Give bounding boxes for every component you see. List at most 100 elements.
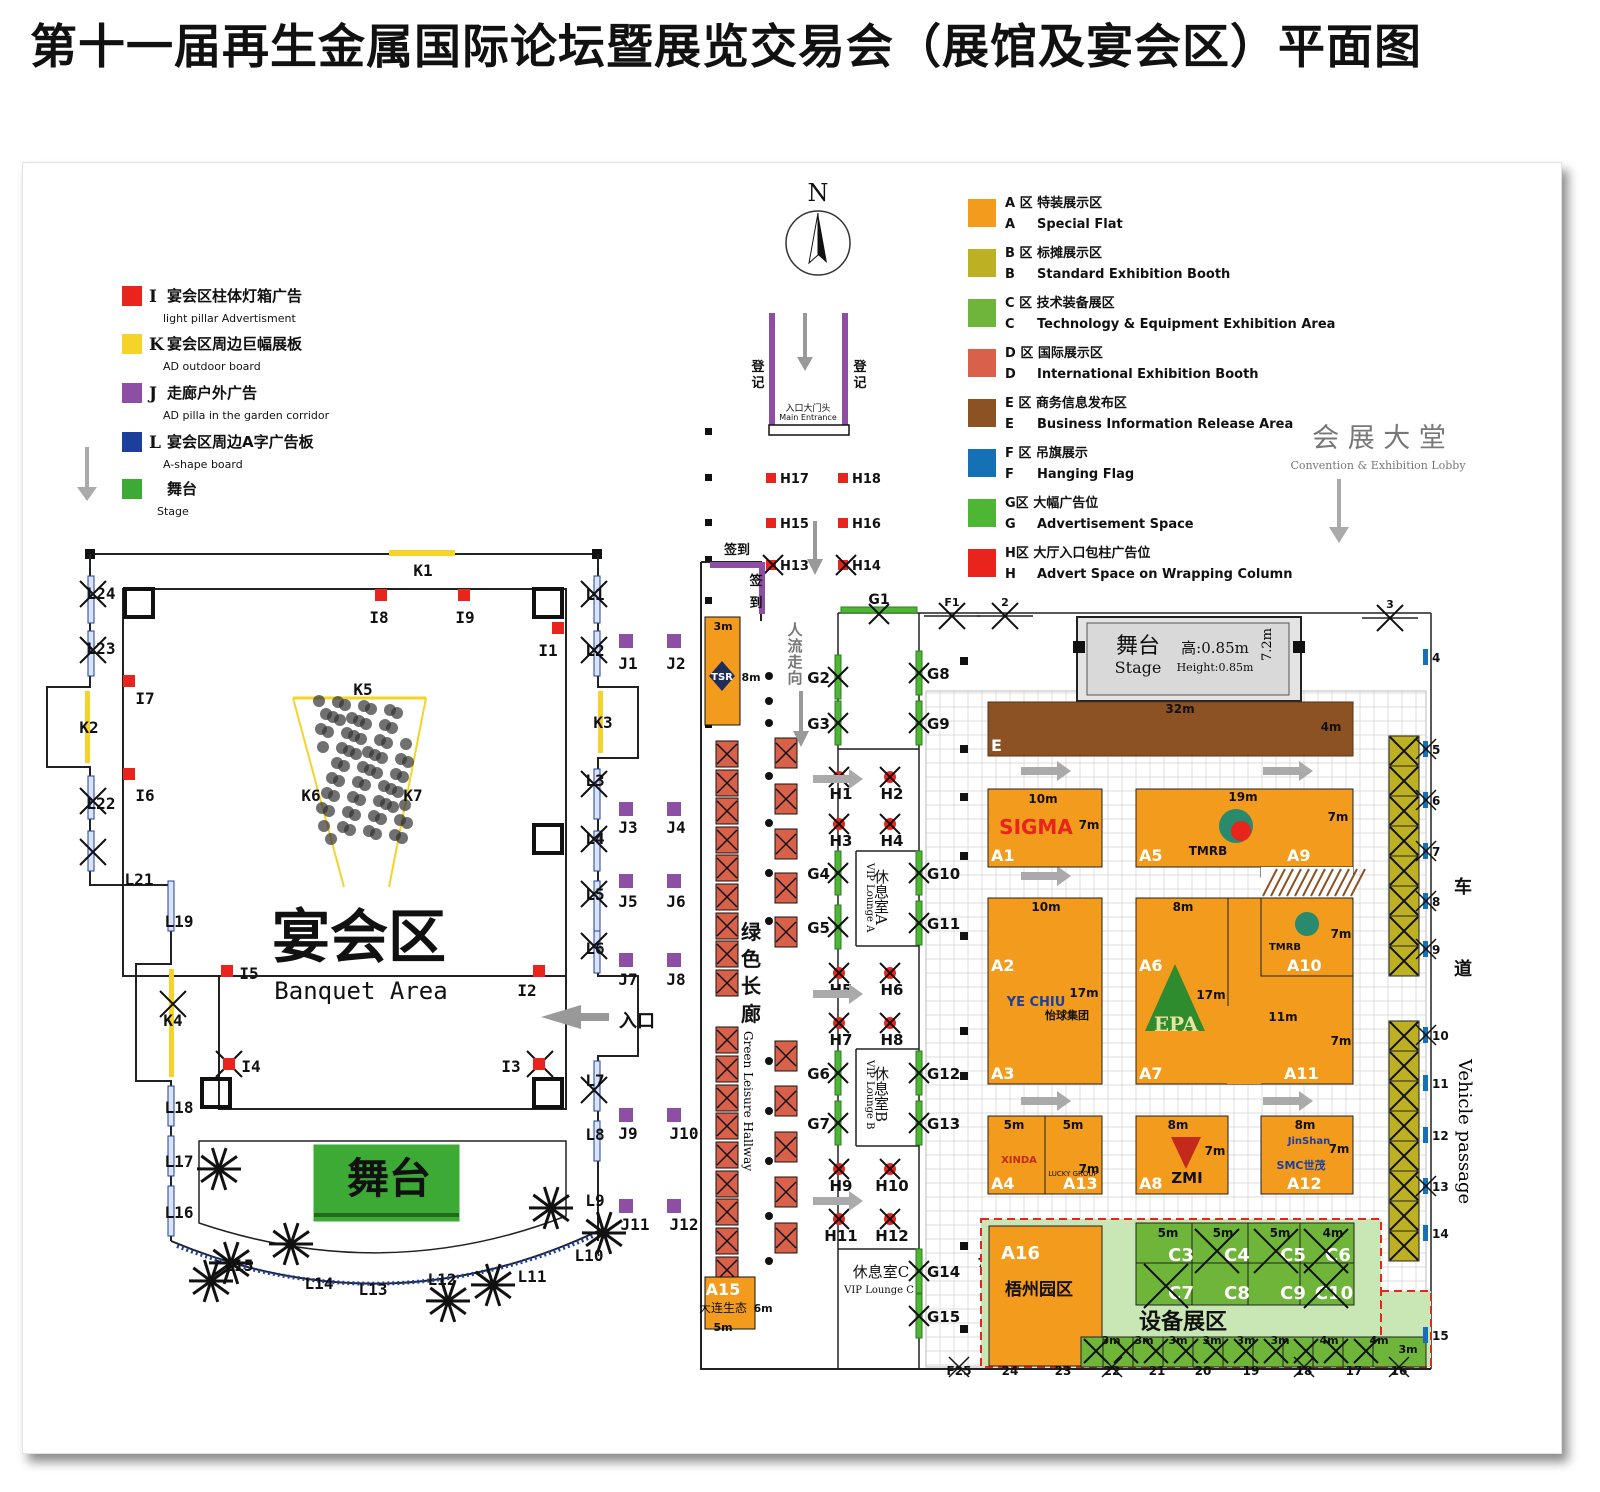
palm-frond [212,1248,232,1265]
booth-label: A4 [991,1174,1015,1193]
corridor-en: Green Leisure Hallway [741,1031,755,1171]
legend-right-code: C [1005,317,1015,332]
column-dot [765,697,773,705]
booth-label: C6 [1325,1245,1351,1266]
dimension: 5m [1213,1226,1234,1240]
banquet-label-l1: L1 [585,585,604,604]
tree-leaf [384,704,396,716]
palm-frond [550,1206,570,1223]
corridor-zh: 长 [741,974,762,998]
tree-leaf [363,825,375,837]
light-box-i [458,589,470,601]
palm-frond [492,1283,512,1300]
banquet-label-l22: L22 [87,794,116,813]
cancel-mark [938,602,966,630]
cancel-mark [1389,1081,1419,1111]
banquet-label-j9: J9 [618,1124,637,1143]
tree-leaf [341,727,353,739]
h-label: H16 [852,517,881,532]
tree-leaf [400,738,412,750]
tree-leaf [357,761,369,773]
cancel-mark [1389,1231,1419,1261]
tree-leaf [331,757,343,769]
banquet-label-l17: L17 [165,1152,194,1171]
banquet-label-k2: K2 [79,718,98,737]
legend-en: A-shape board [163,458,243,471]
legend-right-zh: H区 大厅入口包柱广告位 [1005,545,1150,561]
flow-arrow-head [849,769,863,789]
banquet-label-k1: K1 [413,561,432,580]
column-dot [960,1242,968,1250]
legend-en: AD outdoor board [163,360,261,373]
palm-frond [492,1271,512,1287]
cancel-mark [908,912,930,934]
page-title: 第十一届再生金属国际论坛暨展览交易会（展馆及宴会区）平面图 [30,20,1422,75]
tree-leaf [317,741,329,753]
flag-label: F1 [944,596,959,609]
cancel-mark [1415,1024,1437,1046]
legend-swatch-0 [122,286,142,306]
column-dot [765,1107,773,1115]
banquet-room [218,976,567,1110]
g-label: G8 [927,665,950,683]
cancel-mark [775,833,797,855]
h-label: H11 [824,1227,857,1245]
legend-right-en: International Exhibition Booth [1037,367,1259,382]
tree-leaf [399,799,411,811]
column-dot [960,852,968,860]
tree-leaf [352,776,364,788]
corridor-ad-j [619,874,633,888]
banquet-label-l15: L15 [225,1256,254,1275]
tsr-label: TSR [711,672,733,683]
g-label: G13 [927,1115,960,1133]
checkin-label: 签到 [723,542,750,558]
banquet-label-l19: L19 [165,912,194,931]
flow-arrow [1263,767,1299,775]
column-dot [960,932,968,940]
g-label: G15 [927,1308,960,1326]
cancel-mark [908,662,930,684]
tree-leaf [316,802,328,814]
flow-label: 流 [787,637,802,655]
banquet-label-l24: L24 [87,584,116,603]
flag-label: 9 [1432,943,1440,957]
g-label: G9 [927,715,950,733]
palm-frond [440,1279,450,1302]
flag-label: 24 [1002,1364,1019,1378]
tree-leaf [368,810,380,822]
brand-logo: YE CHIU [1006,995,1066,1010]
cancel-mark [908,1305,930,1327]
booth-label: C5 [1280,1245,1306,1266]
flow-arrow [1263,1097,1299,1105]
cancel-mark [1101,1356,1123,1378]
g-label: G2 [807,669,830,687]
flow-arrow-head [849,984,863,1004]
cancel-mark [716,1173,738,1195]
palm-frond [283,1222,293,1245]
palm-frond [282,1243,293,1266]
palm-frond [474,1270,494,1287]
palm-frond [532,1193,552,1210]
a-board [167,1085,175,1127]
cancel-mark [827,916,849,938]
brand-logo: JinShan [1287,1136,1330,1147]
legend-right-en: Technology & Equipment Exhibition Area [1037,317,1335,332]
cancel-mark [1376,604,1404,632]
h-label: H18 [852,472,881,487]
banquet-label-i9: I9 [455,608,474,627]
booth-label: C4 [1224,1245,1250,1266]
palm-frond [192,1279,212,1296]
palm-frond [485,1263,495,1286]
legend-code: J [147,384,157,404]
tree-leaf [332,696,344,708]
palm-frond [474,1283,494,1300]
palm-frond [210,1279,230,1296]
column-dot [705,597,712,604]
dimension: 5m [1270,1226,1291,1240]
cancel-mark [1303,1228,1349,1274]
board-k4 [169,969,174,1077]
dimension: 8m [741,671,760,684]
tree-leaf [389,829,401,841]
banquet-title: 宴会区 [272,903,446,971]
g-label: G1 [868,592,889,608]
